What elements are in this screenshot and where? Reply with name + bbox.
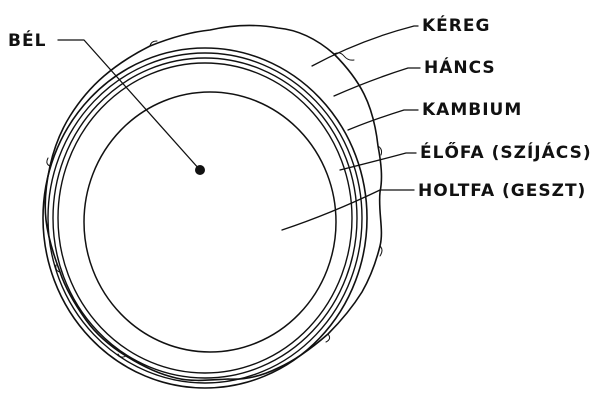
label-pith: BÉL [8, 29, 46, 51]
heartwood-boundary [84, 92, 336, 352]
phloem-ring-outer [43, 48, 367, 388]
bark-outline [45, 26, 381, 381]
label-phloem: HÁNCS [424, 56, 496, 78]
leader-sapwood [340, 153, 416, 170]
cambium-ring-inner [58, 63, 352, 373]
leader-heartwood [282, 190, 414, 230]
leader-bark [312, 26, 418, 66]
bark-texture [47, 41, 382, 357]
cambium-ring-outer [53, 58, 357, 378]
leader-phloem [334, 68, 420, 96]
label-sapwood: ÉLŐFA (SZÍJÁCS) [420, 141, 592, 163]
leader-cambium [348, 110, 418, 130]
leader-pith [58, 40, 200, 170]
label-heartwood: HOLTFA (GESZT) [418, 181, 586, 201]
label-bark: KÉREG [422, 14, 490, 36]
label-cambium: KAMBIUM [422, 100, 522, 120]
